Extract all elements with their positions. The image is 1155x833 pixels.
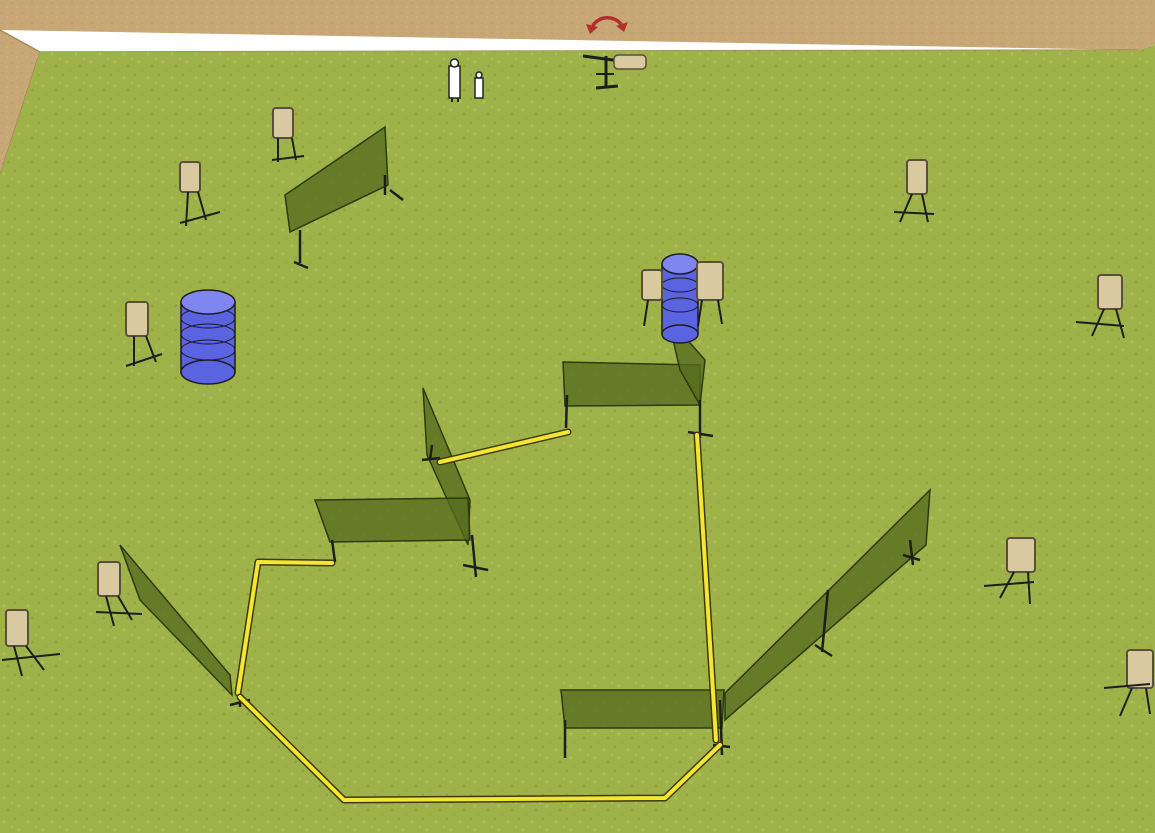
person-figure-icon [449, 59, 460, 102]
person-figure-small-icon [475, 72, 483, 98]
barrel-stack-icon [181, 290, 235, 384]
wall-center-mid [315, 498, 470, 542]
wall-bottom [561, 690, 724, 728]
berm-back [0, 0, 1155, 50]
barrel-stack-center-icon [662, 254, 698, 343]
